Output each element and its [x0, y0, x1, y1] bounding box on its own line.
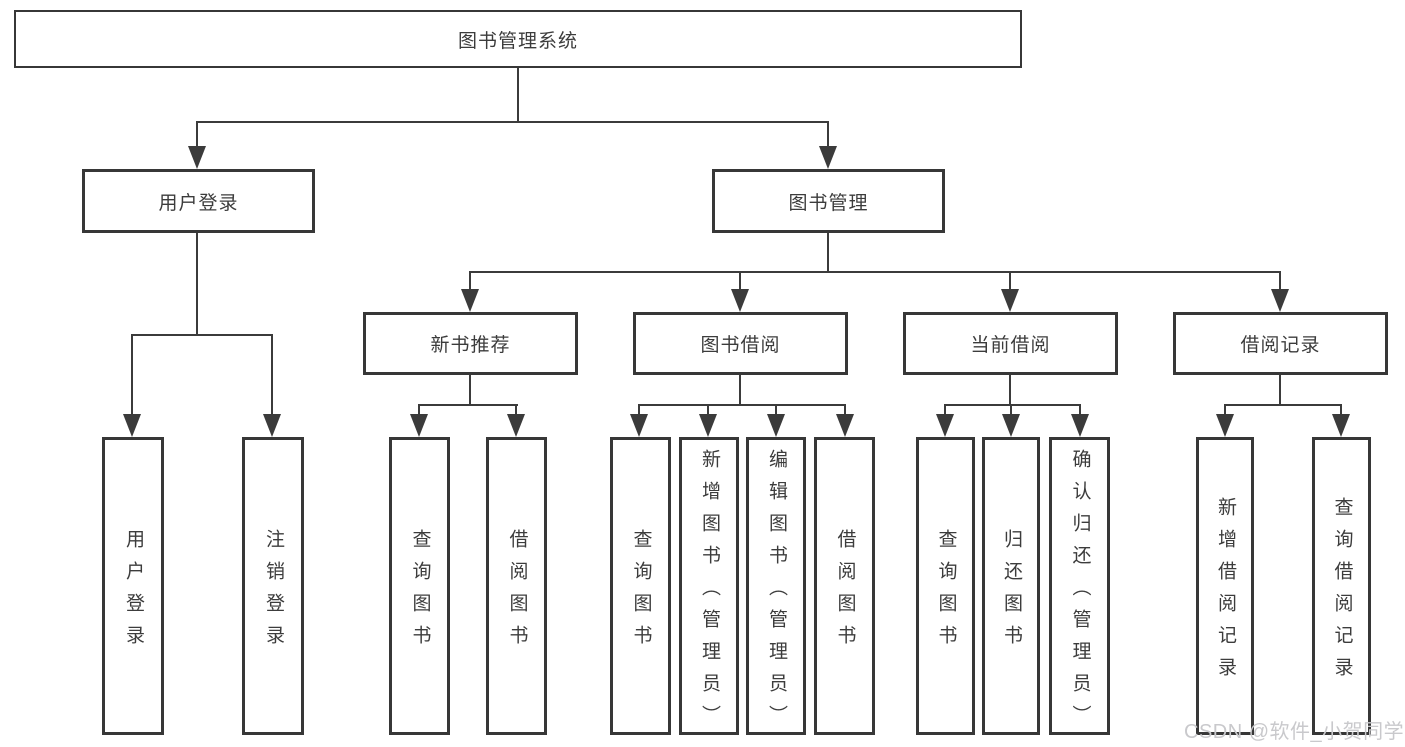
connector-line: [469, 375, 471, 406]
connector-line: [517, 68, 519, 123]
node-logout-leaf: 注销登录: [242, 437, 304, 735]
arrow-head-icon: [836, 414, 854, 437]
connector-line: [1279, 375, 1281, 406]
node-query-books-current: 查询图书: [916, 437, 975, 735]
arrow-head-icon: [1271, 289, 1289, 312]
node-label: 确认归还（管理员）: [1069, 448, 1091, 737]
node-label: 注销登录: [262, 528, 284, 657]
node-book-management: 图书管理: [712, 169, 945, 233]
arrow-head-icon: [263, 414, 281, 437]
node-label: 新增借阅记录: [1214, 496, 1236, 689]
node-label: 编辑图书（管理员）: [765, 448, 787, 737]
node-borrow-books-recommend: 借阅图书: [486, 437, 547, 735]
arrow-head-icon: [1001, 289, 1019, 312]
connector-line: [418, 404, 518, 406]
connector-line: [1340, 404, 1342, 422]
connector-line: [1279, 271, 1281, 295]
arrow-head-icon: [507, 414, 525, 437]
node-label: 当前借阅: [970, 335, 1051, 356]
connector-line: [131, 334, 133, 422]
connector-line: [1009, 271, 1011, 295]
node-library-system: 图书管理系统: [14, 10, 1022, 68]
node-borrow-books-borrowing: 借阅图书: [814, 437, 875, 735]
arrow-head-icon: [410, 414, 428, 437]
arrow-head-icon: [1002, 414, 1020, 437]
connector-line: [638, 404, 640, 422]
node-borrow-records: 借阅记录: [1173, 312, 1388, 375]
connector-line: [944, 404, 1081, 406]
connector-line: [515, 404, 517, 422]
node-label: 新增图书（管理员）: [698, 448, 720, 737]
connector-line: [707, 404, 709, 422]
connector-line: [131, 334, 273, 336]
connector-line: [1079, 404, 1081, 422]
arrow-head-icon: [767, 414, 785, 437]
node-edit-book-admin: 编辑图书（管理员）: [746, 437, 806, 737]
connector-line: [827, 233, 829, 273]
arrow-head-icon: [731, 289, 749, 312]
node-query-books-recommend: 查询图书: [389, 437, 450, 735]
node-label: 查询图书: [935, 528, 957, 657]
connector-line: [418, 404, 420, 422]
node-query-borrow-record: 查询借阅记录: [1312, 437, 1371, 735]
node-confirm-return-admin: 确认归还（管理员）: [1049, 437, 1110, 737]
node-add-book-admin: 新增图书（管理员）: [679, 437, 739, 737]
node-label: 查询图书: [409, 528, 431, 657]
connector-line: [469, 271, 471, 295]
connector-line: [196, 121, 198, 153]
node-query-books-borrowing: 查询图书: [610, 437, 671, 735]
arrow-head-icon: [630, 414, 648, 437]
arrow-head-icon: [1332, 414, 1350, 437]
arrow-head-icon: [461, 289, 479, 312]
connector-line: [469, 271, 1281, 273]
node-user-login: 用户登录: [82, 169, 315, 233]
arrow-head-icon: [819, 146, 837, 169]
node-label: 用户登录: [122, 528, 144, 657]
node-book-borrowing: 图书借阅: [633, 312, 848, 375]
connector-line: [739, 271, 741, 295]
connector-line: [196, 233, 198, 336]
node-label: 图书借阅: [700, 335, 781, 356]
connector-line: [739, 375, 741, 406]
arrow-head-icon: [1071, 414, 1089, 437]
node-return-book: 归还图书: [982, 437, 1040, 735]
connector-line: [827, 121, 829, 153]
node-label: 用户登录: [158, 192, 239, 214]
connector-line: [638, 404, 846, 406]
connector-line: [844, 404, 846, 422]
connector-line: [1224, 404, 1226, 422]
node-user-login-leaf: 用户登录: [102, 437, 164, 735]
connector-line: [1010, 404, 1012, 422]
node-add-borrow-record: 新增借阅记录: [1196, 437, 1254, 735]
arrow-head-icon: [936, 414, 954, 437]
csdn-watermark: CSDN @软件_小贺同学: [1184, 721, 1405, 743]
node-current-borrowing: 当前借阅: [903, 312, 1118, 375]
connector-line: [1009, 375, 1011, 406]
connector-line: [944, 404, 946, 422]
arrow-head-icon: [123, 414, 141, 437]
node-label: 图书管理: [788, 192, 869, 214]
connector-line: [196, 121, 829, 123]
node-label: 借阅记录: [1240, 335, 1321, 356]
node-label: 归还图书: [1000, 528, 1022, 657]
node-label: 新书推荐: [430, 335, 511, 356]
node-label: 查询借阅记录: [1331, 496, 1353, 689]
arrow-head-icon: [699, 414, 717, 437]
node-label: 图书管理系统: [457, 30, 578, 52]
connector-line: [271, 334, 273, 422]
arrow-head-icon: [188, 146, 206, 169]
connector-line: [775, 404, 777, 422]
node-label: 借阅图书: [506, 528, 528, 657]
connector-line: [1224, 404, 1342, 406]
arrow-head-icon: [1216, 414, 1234, 437]
node-label: 借阅图书: [834, 528, 856, 657]
node-label: 查询图书: [630, 528, 652, 657]
node-new-book-recommend: 新书推荐: [363, 312, 578, 375]
